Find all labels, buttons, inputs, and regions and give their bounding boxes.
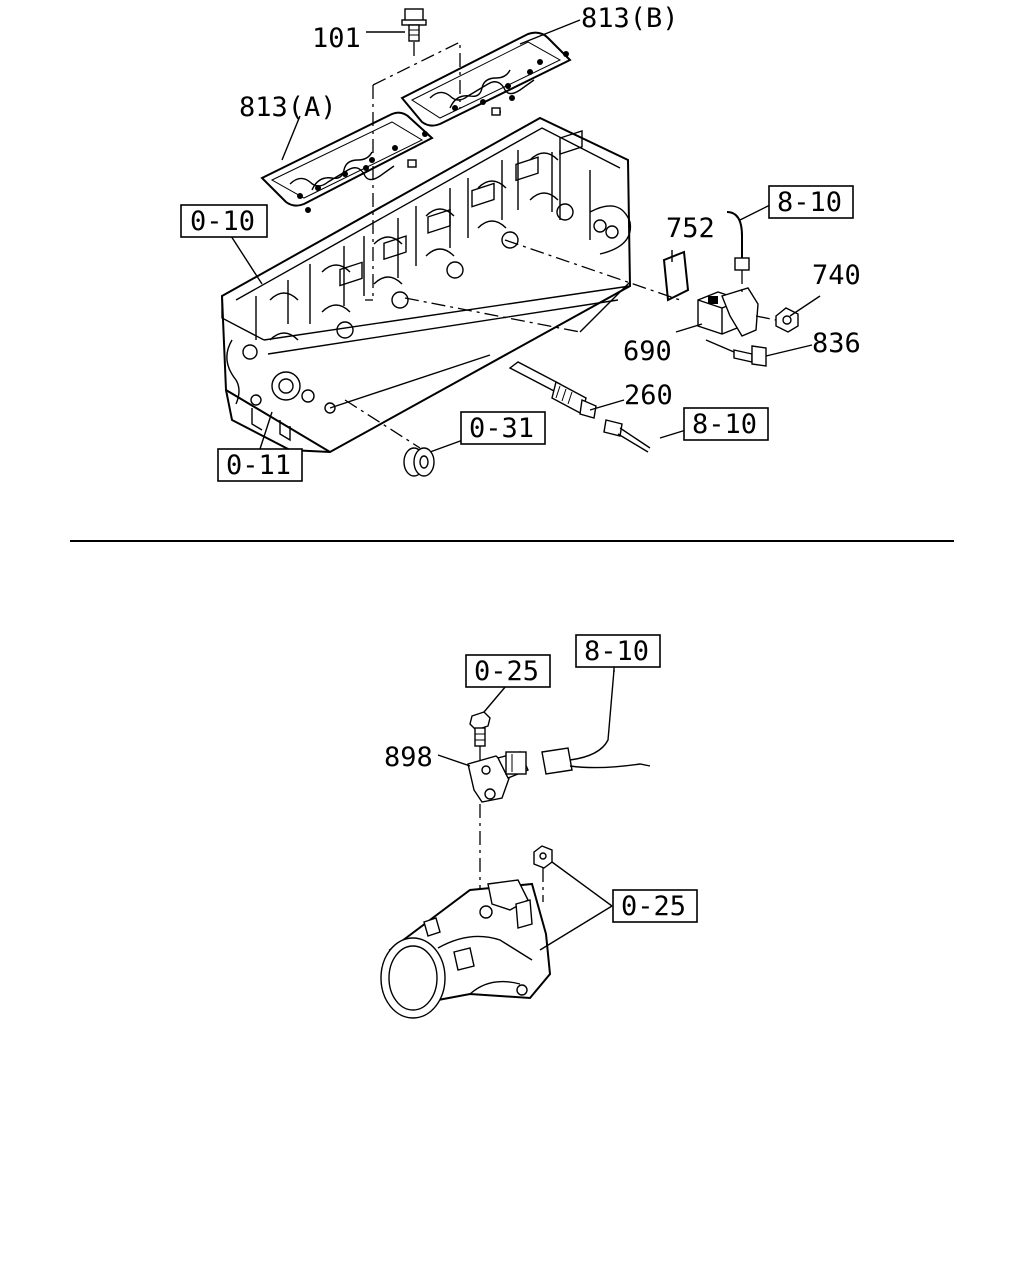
sensor-690-icon <box>697 287 759 337</box>
bolt-025-icon <box>469 711 491 747</box>
ref-box-8-10-top[interactable]: 8-10 <box>768 185 854 219</box>
gasket-752-icon <box>662 250 690 302</box>
connector-bottom-icon <box>541 669 651 775</box>
connector-icon <box>726 211 750 296</box>
bolt-101-icon <box>401 8 427 42</box>
ref-label-0-10: 0-10 <box>190 206 255 237</box>
sensor-898-icon <box>467 751 529 803</box>
ref-box-0-31[interactable]: 0-31 <box>460 411 546 445</box>
callout-690: 690 <box>623 336 672 367</box>
ref-box-0-25-top[interactable]: 0-25 <box>465 654 551 688</box>
callout-898: 898 <box>384 742 433 773</box>
ref-label-8-10-top: 8-10 <box>777 187 842 218</box>
gasket-813b-icon <box>400 31 572 127</box>
callout-101: 101 <box>312 23 361 54</box>
ref-label-0-25-top: 0-25 <box>474 656 539 687</box>
ref-label-0-31: 0-31 <box>469 413 534 444</box>
ref-box-8-10-mid[interactable]: 8-10 <box>683 407 769 441</box>
nut-025-icon <box>533 845 553 869</box>
nut-740-icon <box>775 307 799 333</box>
throttle-body-icon <box>380 879 552 1019</box>
callout-260: 260 <box>624 380 673 411</box>
ref-box-0-25-right[interactable]: 0-25 <box>612 889 698 923</box>
callout-752: 752 <box>666 213 715 244</box>
plug-icon <box>603 419 651 453</box>
gasket-813a-icon <box>260 111 434 213</box>
bolt-836-icon <box>733 345 767 367</box>
cylinder-head-icon <box>220 116 632 454</box>
callout-836: 836 <box>812 328 861 359</box>
callout-813b: 813(B) <box>581 3 679 34</box>
ref-box-8-10-bottom[interactable]: 8-10 <box>575 634 661 668</box>
callout-740: 740 <box>812 260 861 291</box>
ref-box-0-10[interactable]: 0-10 <box>180 204 268 238</box>
callout-813a: 813(A) <box>239 92 337 123</box>
grommet-031-icon <box>403 447 435 477</box>
ref-box-0-11[interactable]: 0-11 <box>217 448 303 482</box>
ref-label-8-10-bottom: 8-10 <box>584 636 649 667</box>
ref-label-0-25-right: 0-25 <box>621 891 686 922</box>
ref-label-0-11: 0-11 <box>226 450 291 481</box>
ref-label-8-10-mid: 8-10 <box>692 409 757 440</box>
sensor-260-icon <box>508 361 597 419</box>
